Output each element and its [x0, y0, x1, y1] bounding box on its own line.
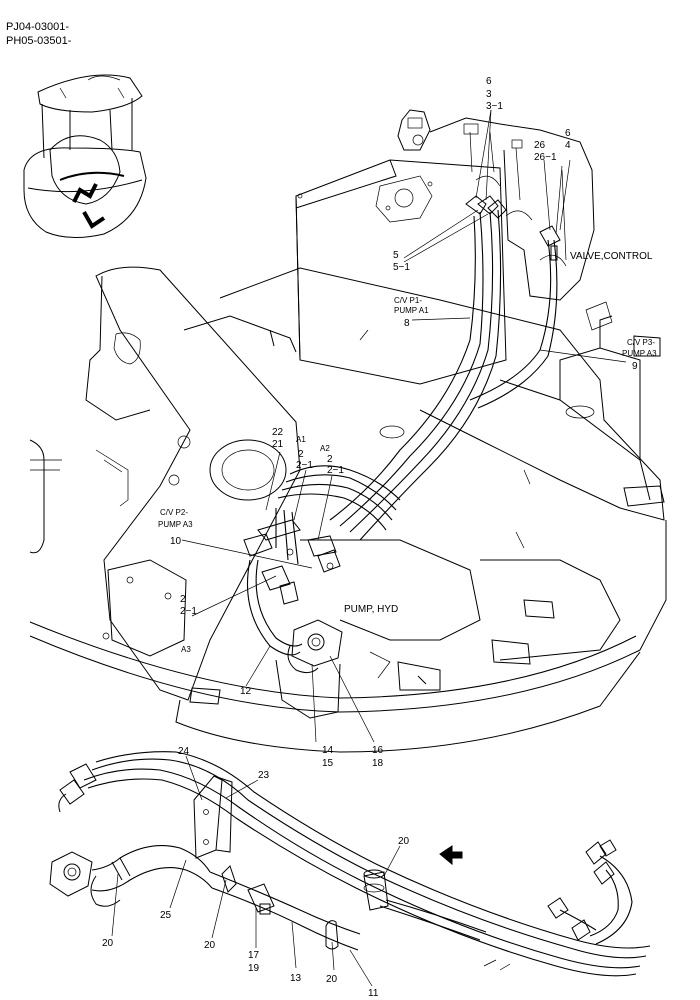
callout-2-1-a: 2−1 — [296, 460, 313, 471]
callout-4: 4 — [565, 140, 571, 151]
port-cv-p3-line2: PUMP A3 — [622, 349, 657, 358]
callout-10: 10 — [170, 536, 182, 547]
callout-20-b: 20 — [102, 938, 114, 949]
callout-19: 19 — [248, 963, 260, 974]
callout-2-1-b: 2−1 — [327, 465, 344, 476]
hose-assembly-detail — [49, 751, 651, 977]
serial-range-1: PJ04-03001- — [6, 21, 69, 33]
callout-6-top: 6 — [486, 76, 492, 87]
callout-2-a: 2 — [298, 449, 304, 460]
callout-26-1: 26−1 — [534, 152, 557, 163]
callout-3: 3 — [486, 89, 492, 100]
port-a1: A1 — [296, 435, 306, 444]
port-cv-p1-line1: C/V P1- — [394, 296, 422, 305]
callout-14: 14 — [322, 745, 334, 756]
callout-17: 17 — [248, 950, 260, 961]
port-cv-p2-line1: C/V P2- — [160, 508, 188, 517]
callout-5-1: 5−1 — [393, 262, 410, 273]
callout-26: 26 — [534, 140, 546, 151]
upper-labels: 6 3 3−1 26 26−1 6 4 VALVE,CONTROL 5 5−1 … — [158, 76, 657, 769]
callout-24: 24 — [178, 746, 190, 757]
serial-range-2: PH05-03501- — [6, 35, 72, 47]
callout-22: 22 — [272, 427, 284, 438]
callout-8: 8 — [404, 318, 410, 329]
callout-18: 18 — [372, 758, 384, 769]
machine-inset-thumbnail — [23, 74, 147, 238]
callout-2-c: 2 — [180, 594, 186, 605]
callout-2-1-c: 2−1 — [180, 606, 197, 617]
callout-20-a: 20 — [398, 836, 410, 847]
callout-25: 25 — [160, 910, 172, 921]
callout-3-1: 3−1 — [486, 101, 503, 112]
upper-frame-assembly — [29, 109, 667, 753]
lower-labels: 24 23 20 20 25 20 17 19 13 20 11 — [102, 746, 410, 999]
callout-15: 15 — [322, 758, 334, 769]
port-cv-p1-line2: PUMP A1 — [394, 306, 429, 315]
callout-6-right: 6 — [565, 128, 571, 139]
callout-13: 13 — [290, 973, 302, 984]
callout-21: 21 — [272, 439, 284, 450]
port-a2: A2 — [320, 444, 330, 453]
callout-20-d: 20 — [326, 974, 338, 985]
port-cv-p3-line1: C/V P3- — [627, 338, 655, 347]
label-valve-control: VALVE,CONTROL — [570, 251, 653, 262]
callout-2-b: 2 — [327, 454, 333, 465]
label-pump-hyd: PUMP, HYD — [344, 604, 398, 615]
callout-12: 12 — [240, 686, 252, 697]
lower-leader-lines — [111, 755, 401, 987]
upper-leader-lines — [181, 109, 627, 743]
callout-16: 16 — [372, 745, 384, 756]
port-cv-p2-line2: PUMP A3 — [158, 520, 193, 529]
port-a3: A3 — [181, 645, 191, 654]
callout-20-c: 20 — [204, 940, 216, 951]
callout-11: 11 — [368, 988, 379, 999]
callout-9: 9 — [632, 361, 638, 372]
callout-23: 23 — [258, 770, 270, 781]
callout-5: 5 — [393, 250, 399, 261]
